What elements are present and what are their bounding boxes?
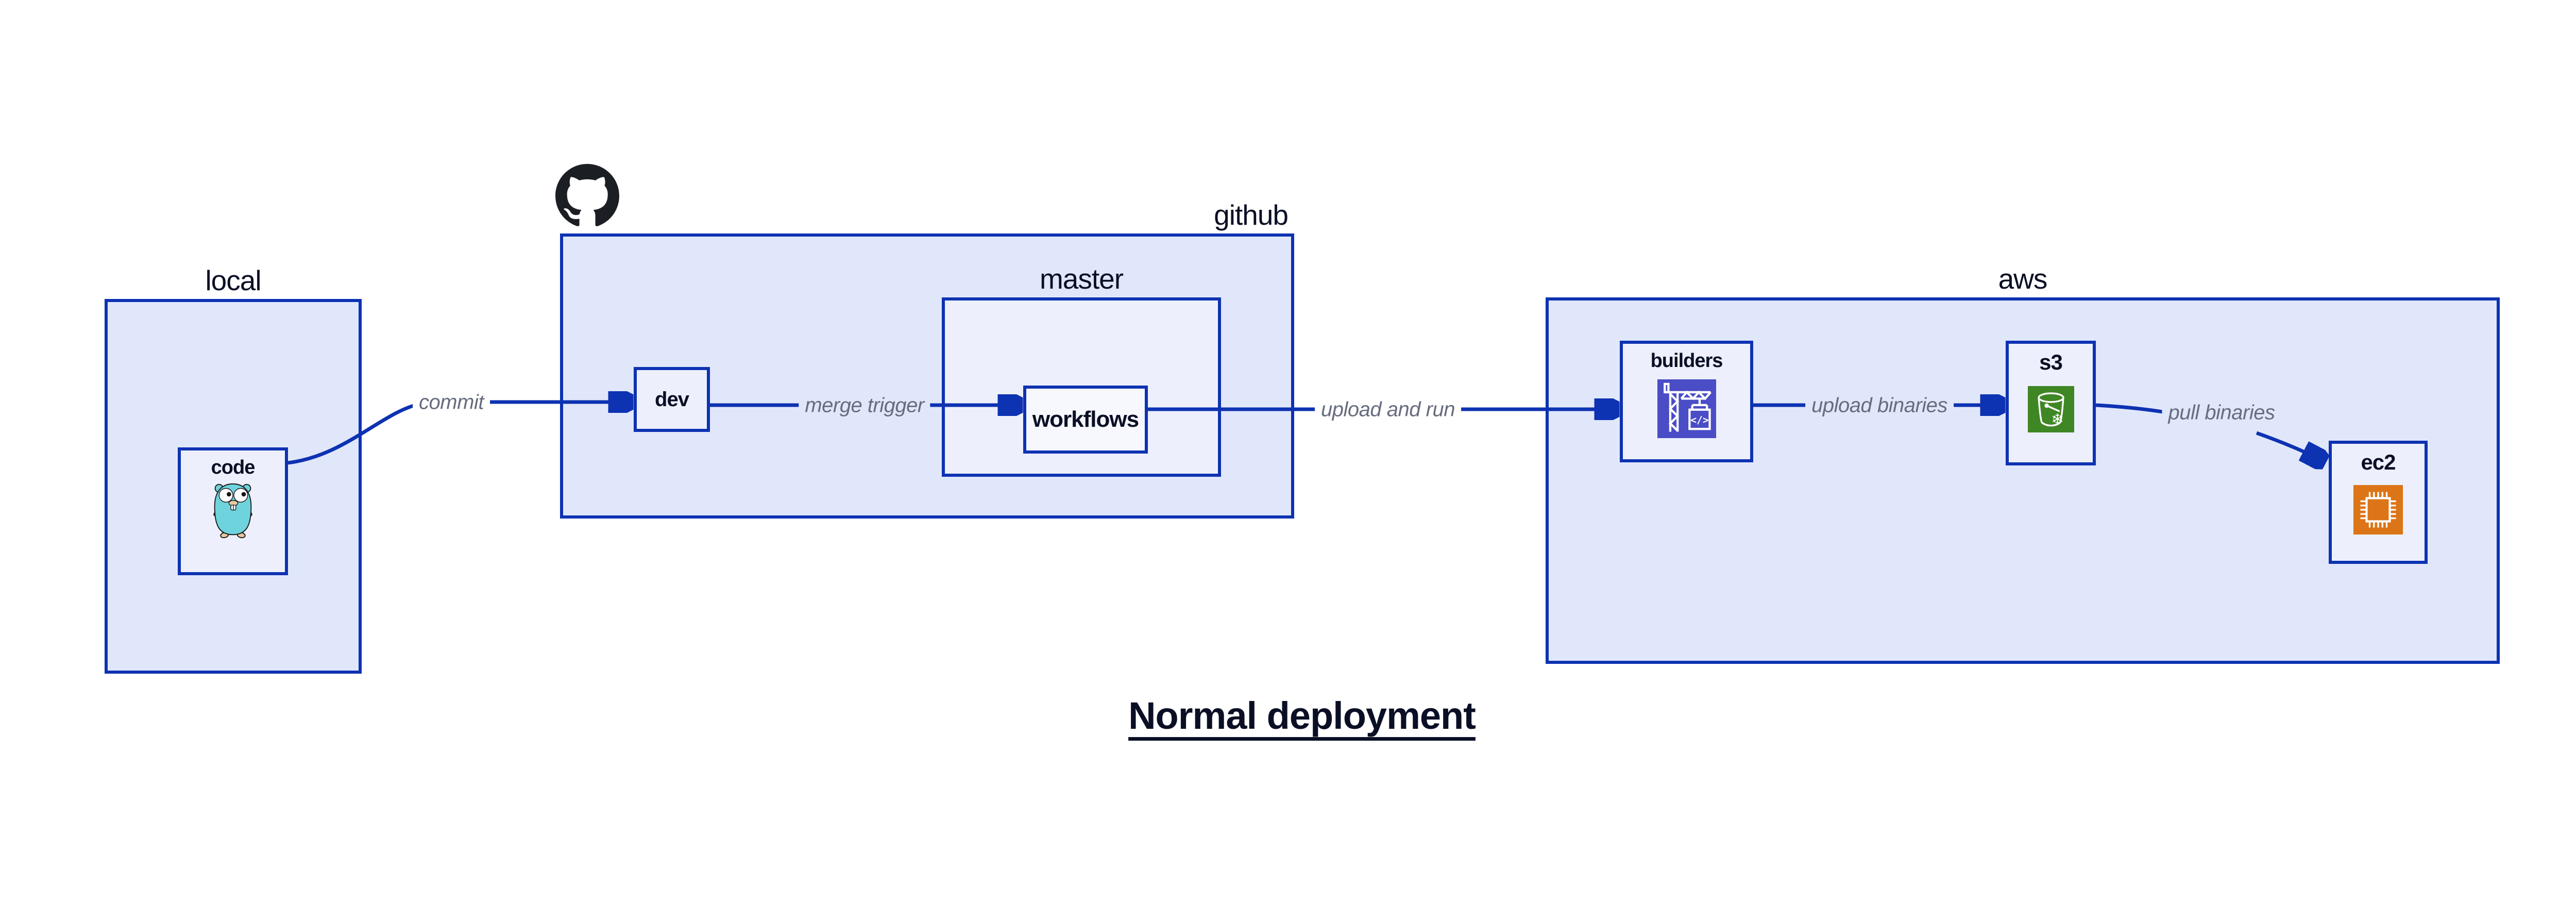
node-s3: s3 ❄	[2006, 341, 2096, 465]
ec2-chip-icon	[2353, 485, 2403, 534]
node-ec2: ec2	[2329, 441, 2428, 564]
node-dev: dev	[634, 367, 710, 432]
node-builders: builders </>	[1620, 341, 1753, 462]
container-github-label: github	[1214, 199, 1289, 231]
edge-label-upload-and-run: upload and run	[1315, 396, 1461, 424]
container-local-label: local	[205, 264, 261, 296]
s3-snowflake-glyph: ❄	[2051, 411, 2064, 428]
s3-bucket-snowflake-icon: ❄	[2027, 386, 2074, 432]
edge-label-commit: commit	[413, 389, 490, 416]
codebuild-code-glyph: </>	[1690, 414, 1708, 426]
node-code-label: code	[211, 457, 256, 478]
node-s3-label: s3	[2039, 350, 2063, 374]
container-master-label: master	[1039, 263, 1124, 295]
github-octocat-icon	[555, 164, 619, 228]
node-dev-label: dev	[655, 388, 689, 411]
node-code: code	[178, 447, 288, 575]
edge-label-merge-trigger: merge trigger	[799, 392, 930, 420]
codebuild-crane-icon: </>	[1657, 379, 1716, 438]
node-workflows: workflows	[1023, 386, 1148, 454]
edge-label-pull-binaries: pull binaries	[2162, 399, 2281, 427]
diagram-title: Normal deployment	[1128, 694, 1476, 737]
container-aws-label: aws	[1998, 263, 2048, 295]
node-workflows-label: workflows	[1032, 407, 1139, 432]
edge-label-upload-binaries: upload binaries	[1805, 392, 1954, 420]
go-gopher-icon	[211, 482, 255, 539]
node-builders-label: builders	[1650, 350, 1723, 372]
node-ec2-label: ec2	[2361, 450, 2396, 474]
